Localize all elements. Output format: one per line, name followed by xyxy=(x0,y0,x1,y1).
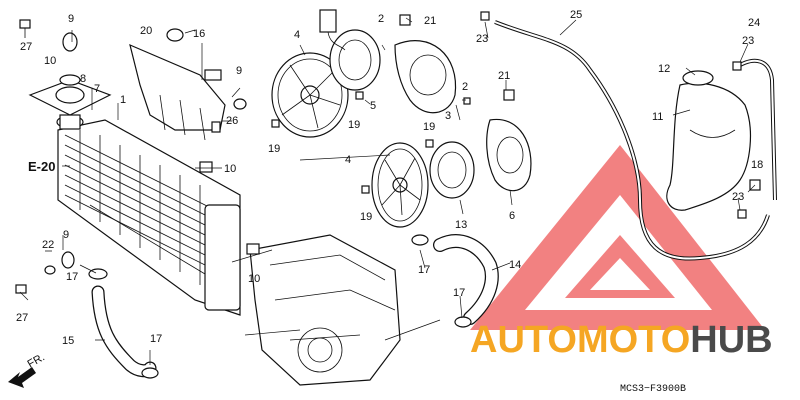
front-label: FR. xyxy=(26,351,47,370)
callout-16: 16 xyxy=(193,28,205,40)
callout-19: 19 xyxy=(360,211,372,223)
callout-12: 12 xyxy=(658,63,670,75)
callout-10: 10 xyxy=(248,273,260,285)
reference-label: E-20 xyxy=(28,159,55,174)
hose-engine-to-radiator xyxy=(433,234,499,325)
callout-5: 5 xyxy=(370,100,376,112)
callout-21: 21 xyxy=(424,15,436,27)
callout-10: 10 xyxy=(224,163,236,175)
engine xyxy=(231,234,441,386)
fan-shroud-upper xyxy=(394,40,457,114)
callout-17: 17 xyxy=(150,333,162,345)
front-arrow: FR. xyxy=(8,351,47,388)
callout-24: 24 xyxy=(748,17,760,29)
callout-2: 2 xyxy=(378,13,384,25)
radiator xyxy=(56,114,241,316)
callout-17: 17 xyxy=(418,264,430,276)
diagram-code: MCS3−F3900B xyxy=(620,384,686,395)
callout-9: 9 xyxy=(236,65,242,77)
callout-23: 23 xyxy=(742,35,754,47)
callout-23: 23 xyxy=(732,191,744,203)
watermark-text-part2: HUB xyxy=(690,319,772,361)
fan-shroud-lower xyxy=(486,118,532,192)
fan-motor-lower xyxy=(429,141,475,199)
callout-11: 11 xyxy=(652,111,663,123)
fan-motor-upper xyxy=(319,9,381,91)
fan-lower xyxy=(371,142,429,228)
callout-13: 13 xyxy=(455,219,467,231)
callout-2: 2 xyxy=(462,81,468,93)
fasteners xyxy=(15,11,761,379)
callout-7: 7 xyxy=(94,83,100,95)
callout-17: 17 xyxy=(453,287,465,299)
callout-27: 27 xyxy=(20,41,32,53)
callout-19: 19 xyxy=(423,121,435,133)
callout-27: 27 xyxy=(16,312,28,324)
fan-upper xyxy=(271,52,349,138)
callout-22: 22 xyxy=(42,239,54,251)
callout-23: 23 xyxy=(476,33,488,45)
callout-4: 4 xyxy=(345,154,351,166)
callout-1: 1 xyxy=(120,94,126,106)
callout-25: 25 xyxy=(570,9,582,21)
hose-lower-left xyxy=(91,285,157,378)
callout-18: 18 xyxy=(751,159,763,171)
callout-26: 26 xyxy=(226,115,238,127)
callout-8: 8 xyxy=(80,73,86,85)
leader-lines xyxy=(19,17,756,365)
callout-19: 19 xyxy=(268,143,280,155)
callout-21: 21 xyxy=(498,70,510,82)
callout-3: 3 xyxy=(445,110,451,122)
radiator-cap xyxy=(28,74,112,116)
callout-6: 6 xyxy=(509,210,515,222)
watermark-text-part1: AUTOMOTO xyxy=(470,319,690,361)
radiator-bracket xyxy=(129,43,226,141)
callout-10: 10 xyxy=(44,55,56,67)
watermark-text: AUTOMOTOHUB xyxy=(470,319,773,361)
callout-9: 9 xyxy=(68,13,74,25)
callout-14: 14 xyxy=(509,259,521,271)
callout-20: 20 xyxy=(140,25,152,37)
callout-19: 19 xyxy=(348,119,360,131)
callout-9: 9 xyxy=(63,229,69,241)
watermark xyxy=(470,145,765,330)
overflow-tube xyxy=(494,20,770,261)
callout-17: 17 xyxy=(66,271,78,283)
callout-numbers: 1 2 2 3 4 4 5 6 7 8 9 9 9 10 10 10 11 12… xyxy=(16,9,763,347)
callout-15: 15 xyxy=(62,335,74,347)
callout-4: 4 xyxy=(294,29,300,41)
reserve-tank xyxy=(666,70,751,211)
